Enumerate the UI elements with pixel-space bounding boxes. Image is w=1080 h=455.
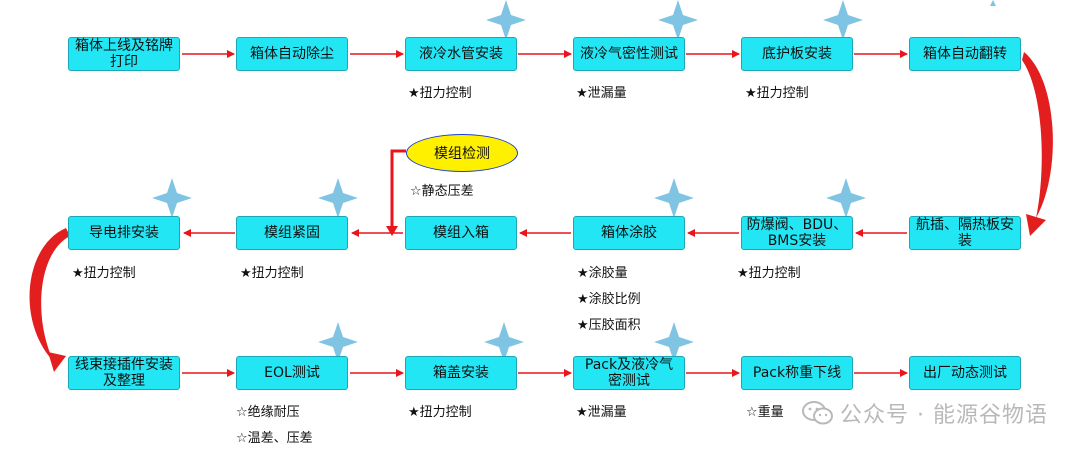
step-box: Pack及液冷气密测试 [573,356,685,390]
step-box: 导电排安装 [68,216,180,250]
turn-arrow-left-head [48,352,66,372]
quality-note: ★扭力控制 [745,86,809,101]
inspection-feed-arrow [390,149,406,229]
step-box: 液冷水管安装 [405,37,517,71]
watermark-text: 公众号 · 能源谷物语 [840,403,1048,428]
sparkle-star-icon [826,178,866,218]
wechat-icon [802,401,834,425]
sparkle-star-icon [658,0,698,40]
quality-note: ★压胶面积 [577,318,641,333]
step-box: 底护板安装 [741,37,853,71]
quality-note: ☆绝缘耐压 [236,405,300,420]
quality-note: ☆温差、压差 [236,431,313,446]
quality-note: ☆重量 [746,405,784,420]
step-box: 出厂动态测试 [909,356,1021,390]
quality-note: ★扭力控制 [240,266,304,281]
quality-note: ★涂胶比例 [577,292,641,307]
step-box: 箱体涂胶 [573,216,685,250]
sparkle-star-icon [823,0,863,40]
quality-note: ★泄漏量 [576,405,627,420]
step-box: 线束接插件安装及整理 [68,356,180,390]
step-box: 航插、隔热板安装 [909,216,1021,250]
sparkle-star-icon [654,322,694,362]
turn-arrow-right-head [1026,214,1046,236]
step-box: 箱盖安装 [405,356,517,390]
quality-note: ★扭力控制 [737,266,801,281]
step-box: 液冷气密性测试 [573,37,685,71]
step-box: Pack称重下线 [741,356,853,390]
turn-arrow-right [1022,52,1053,218]
sparkle-star-icon [152,178,192,218]
quality-note: ★扭力控制 [72,266,136,281]
sparkle-star-icon [484,322,524,362]
sparkle-star-icon [990,0,996,6]
sparkle-star-icon [318,178,358,218]
quality-note: ★涂胶量 [577,266,628,281]
watermark: 公众号 · 能源谷物语 [802,397,1048,429]
quality-note: ★泄漏量 [576,86,627,101]
quality-note: ★扭力控制 [408,86,472,101]
sparkle-star-icon [654,178,694,218]
step-box: EOL测试 [236,356,348,390]
step-box: 箱体自动翻转 [909,37,1021,71]
quality-note: ☆静态压差 [410,184,474,199]
turn-arrow-left [29,228,70,362]
step-box: 箱体上线及铭牌打印 [68,37,180,71]
sparkle-star-icon [486,0,526,40]
step-box: 防爆阀、BDU、BMS安装 [741,216,853,250]
step-box: 箱体自动除尘 [236,37,348,71]
sparkle-star-icon [318,322,358,362]
quality-note: ★扭力控制 [408,405,472,420]
inspection-ellipse: 模组检测 [406,134,518,172]
step-box: 模组紧固 [236,216,348,250]
inspection-feed-arrowhead [386,226,398,236]
step-box: 模组入箱 [405,216,517,250]
